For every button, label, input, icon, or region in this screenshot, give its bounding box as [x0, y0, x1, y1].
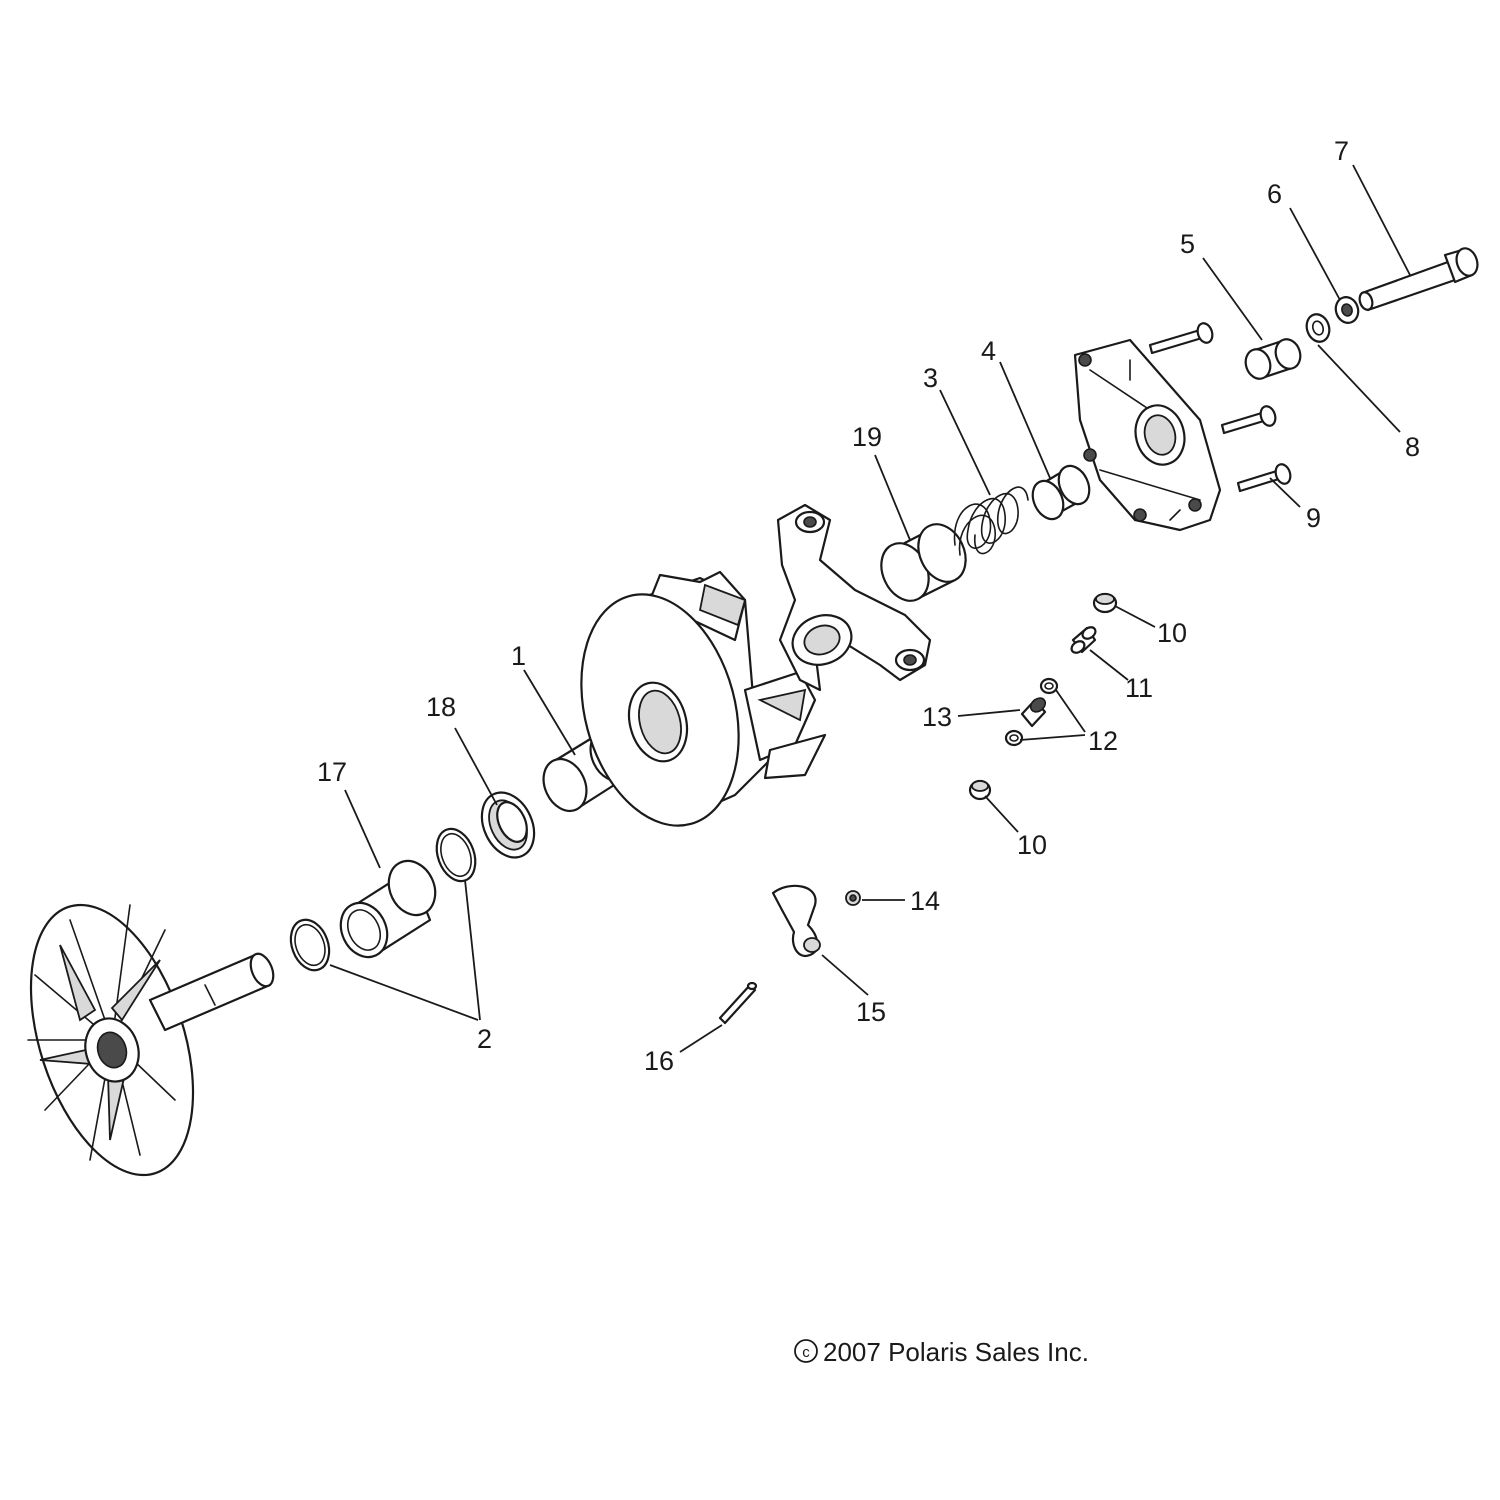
washer-part-12 [1004, 677, 1059, 747]
callout-15: 15 [856, 997, 886, 1027]
leader-lines [329, 164, 1411, 1053]
callout-4: 4 [981, 336, 996, 366]
callout-10-lower: 10 [1017, 830, 1047, 860]
callout-13: 13 [922, 702, 952, 732]
spacer-part-5 [1244, 338, 1302, 380]
bushing-part-4 [1031, 464, 1091, 521]
seal-ring-part-18 [480, 791, 536, 859]
retaining-ring-part [289, 827, 477, 972]
callout-1: 1 [511, 641, 526, 671]
long-bolt-part-7 [1358, 247, 1479, 312]
callout-14: 14 [910, 886, 940, 916]
copyright-text: 2007 Polaris Sales Inc. [823, 1337, 1089, 1367]
callout-7: 7 [1334, 136, 1349, 166]
callout-19: 19 [852, 422, 882, 452]
copyright-symbol-icon [794, 1339, 818, 1363]
callout-17: 17 [317, 757, 347, 787]
cover-plate-part [1073, 338, 1222, 532]
callout-5: 5 [1180, 229, 1195, 259]
bushing-sleeve-part-17 [339, 859, 437, 959]
sleeve-part-19 [880, 523, 967, 602]
cap-part-10-lower [968, 779, 992, 801]
roller-part-13 [1020, 697, 1047, 728]
callout-6: 6 [1267, 179, 1282, 209]
weight-arm-part-15 [771, 884, 821, 958]
callout-12: 12 [1088, 726, 1118, 756]
callout-2: 2 [477, 1024, 492, 1054]
pin-part-16 [718, 981, 758, 1025]
callout-labels: 1 2 3 4 5 6 7 8 9 10 10 11 12 13 14 15 1… [317, 136, 1420, 1076]
callout-3: 3 [923, 363, 938, 393]
cap-part-10-upper [1092, 592, 1118, 614]
callout-8: 8 [1405, 432, 1420, 462]
callout-18: 18 [426, 692, 456, 722]
pin-part-11 [1070, 626, 1097, 654]
spring-part-3 [953, 486, 1029, 556]
callout-9: 9 [1306, 503, 1321, 533]
bolt-part-9 [1148, 322, 1292, 493]
spider-arm-part [776, 503, 932, 692]
nut-part-14 [845, 890, 861, 906]
washer-part-8 [1305, 313, 1331, 343]
copyright-notice: c 2007 Polaris Sales Inc. [794, 1337, 1089, 1367]
callout-10-upper: 10 [1157, 618, 1187, 648]
fixed-sheave-fan-part [27, 903, 275, 1177]
copyright-symbol-letter: c [802, 1344, 810, 1361]
moveable-sheave-part [580, 570, 827, 827]
callout-11: 11 [1125, 673, 1153, 703]
washer-part-6 [1334, 296, 1360, 324]
callout-16: 16 [644, 1046, 674, 1076]
